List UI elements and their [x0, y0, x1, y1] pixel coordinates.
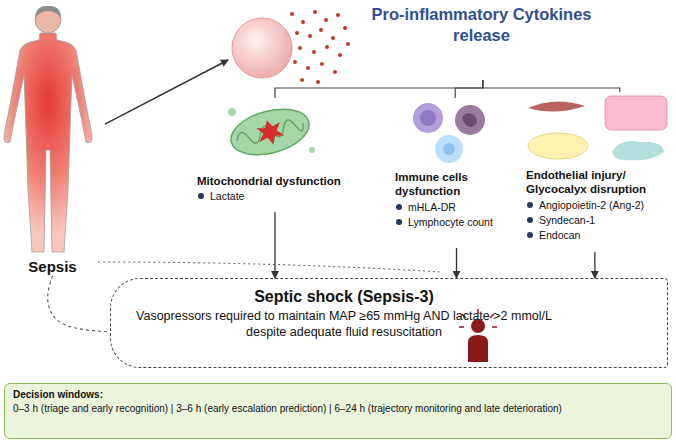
mitochondrion-fragment — [309, 147, 315, 153]
cytokine-dot — [298, 46, 302, 50]
cytokine-dot — [295, 31, 299, 35]
arrow-connector — [594, 252, 595, 278]
patient-hair — [35, 6, 61, 18]
mitochondrion-membrane — [226, 101, 314, 162]
cytokine-dot — [343, 26, 347, 30]
cell-nucleus — [462, 113, 477, 127]
mitochondrion — [226, 101, 314, 162]
cytokine-dot — [324, 18, 328, 22]
bullet-item: Syndecan-1 — [526, 214, 676, 227]
cytokine-dot — [308, 34, 312, 38]
bullet-item: Endocan — [526, 229, 676, 242]
monocyte — [455, 105, 485, 135]
immune-cell — [232, 18, 292, 78]
endothelial-cell — [528, 101, 585, 111]
patient-node: Sepsis — [0, 0, 105, 276]
septic-shock-box: Septic shock (Sepsis-3)Vasopressors requ… — [110, 278, 668, 368]
cytokine-dot — [331, 36, 335, 40]
cytokine-dot — [336, 13, 340, 17]
cytokine-dot — [313, 10, 317, 14]
endothelial-cell — [612, 141, 664, 160]
body-text: Vasopressors required to maintain MAP ≥6… — [121, 309, 567, 340]
cytokine-dot — [333, 70, 337, 74]
arrow-connector — [456, 248, 457, 278]
arrow-connector — [105, 60, 228, 124]
cytokine-dot — [312, 50, 316, 54]
endothelial-node: Endothelial injury/ Glycocalyx disruptio… — [520, 92, 676, 252]
immune-cells — [413, 103, 485, 163]
cytokine-dot — [306, 66, 310, 70]
patient-body — [4, 33, 92, 252]
immune-node: Immune cells dysfunction mHLA-DR Lymphocyt… — [385, 98, 515, 248]
mitochondrion-fragment — [228, 108, 236, 116]
cytokine-dot — [319, 28, 323, 32]
node-heading: Septic shock (Sepsis-3) — [121, 287, 567, 307]
body-text: 0–3 h (triage and early recognition) | 3… — [13, 403, 663, 416]
cytokine-dot — [293, 60, 297, 64]
dotted-connector — [48, 276, 110, 332]
cytokine-dot — [301, 20, 305, 24]
section-title: Pro-inflammatory Cytokines release — [358, 4, 605, 47]
patient-figure — [4, 6, 92, 252]
cytokine-dot — [346, 42, 350, 46]
cytokine-dot — [320, 62, 324, 66]
bullet-item: mHLA-DR — [395, 201, 515, 214]
cytokine-dot — [325, 45, 329, 49]
endothelial-cell — [528, 133, 588, 159]
trajectory-dotted-line — [98, 262, 440, 272]
icon-body — [468, 335, 488, 362]
lymphocyte — [413, 103, 443, 133]
damage-burst — [254, 117, 286, 148]
bullet-item: Lactate — [197, 190, 365, 203]
node-heading: Immune cells dysfunction — [395, 170, 483, 199]
cytokine-node: Pro-inflammatory Cytokines release — [228, 0, 605, 80]
endothelial-cells — [528, 96, 667, 160]
endothelial-cell — [605, 96, 667, 130]
bracket-connector — [455, 80, 483, 98]
bracket-connector — [275, 80, 483, 98]
cell-nucleus — [443, 143, 455, 155]
node-heading: Endothelial injury/ Glycocalyx disruptio… — [526, 168, 674, 197]
arrow-connector — [274, 212, 275, 278]
neutrophil — [435, 135, 463, 163]
cytokine-dot — [300, 78, 304, 82]
mitochondria-node: Mitochondrial dysfunctionLactate — [185, 98, 365, 212]
cytokine-dots — [290, 10, 350, 84]
node-heading: Mitochondrial dysfunction — [197, 174, 365, 188]
cytokine-dot — [290, 12, 294, 16]
node-heading: Sepsis — [0, 258, 105, 277]
cytokine-dot — [316, 80, 320, 84]
node-heading: Decision windows: — [13, 389, 663, 402]
decision-windows-box: Decision windows:0–3 h (triage and early… — [4, 383, 672, 439]
bracket-connector — [483, 80, 620, 92]
cytokine-dot — [338, 53, 342, 57]
bullet-item: Lymphocyte count — [395, 216, 515, 229]
cell-nucleus — [420, 110, 436, 126]
bullet-item: Angiopoietin-2 (Ang-2) — [526, 199, 676, 212]
mitochondrion-cristae — [235, 116, 304, 147]
